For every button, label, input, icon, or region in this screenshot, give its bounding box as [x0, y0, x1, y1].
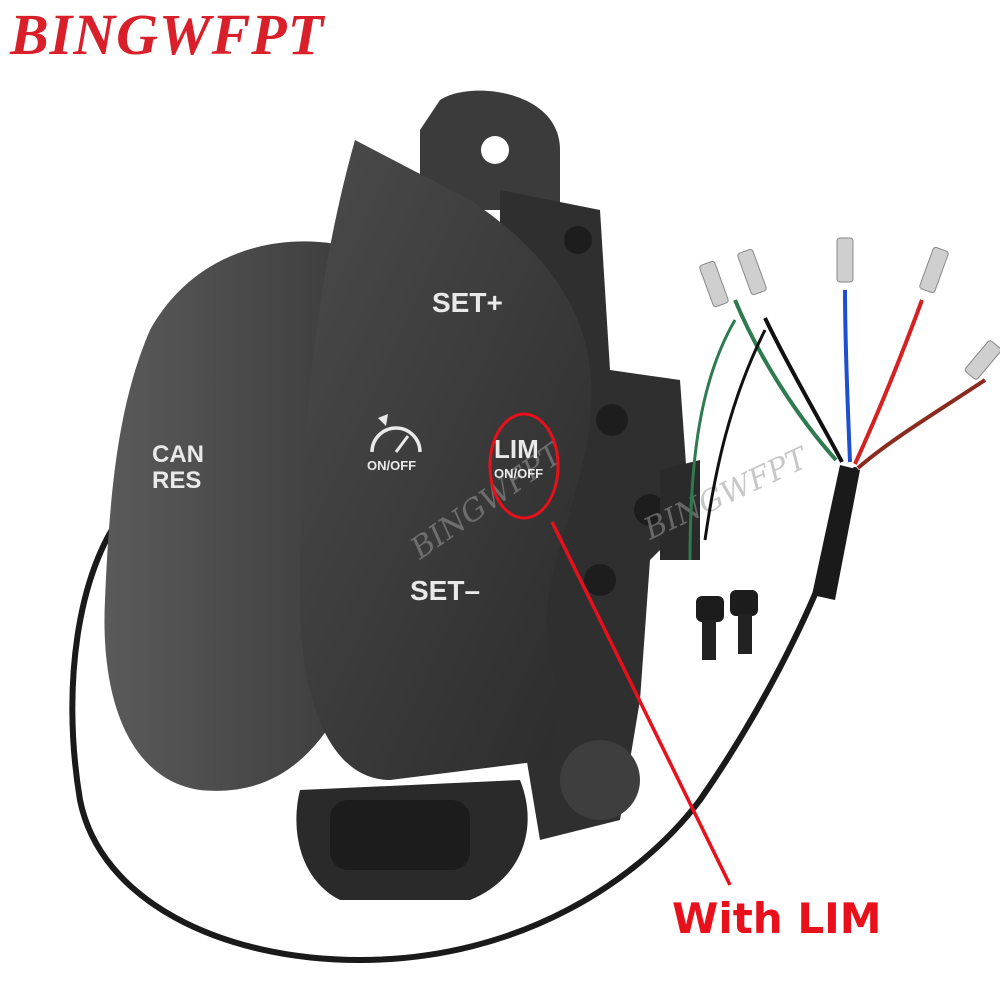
- speedometer-icon: [370, 414, 422, 453]
- brand-logo: BINGWFPT: [10, 2, 325, 67]
- callout-line: [550, 521, 732, 886]
- switch-body: [300, 140, 592, 780]
- with-lim-callout: With LIM: [672, 894, 882, 943]
- callout-circle: [488, 412, 560, 520]
- lim-onoff-label: ON/OFF: [494, 466, 543, 481]
- set-plus-label: SET+: [432, 287, 503, 318]
- cruise-onoff-label: ON/OFF: [367, 458, 416, 473]
- set-minus-label: SET–: [410, 575, 480, 606]
- can-label: CAN: [152, 441, 204, 468]
- black-cable: [69, 467, 858, 964]
- lim-label: LIM: [494, 434, 539, 464]
- res-label: RES: [152, 467, 201, 494]
- screws: [696, 590, 758, 660]
- mounting-tab: [420, 90, 560, 210]
- wire-harness: [688, 237, 1000, 600]
